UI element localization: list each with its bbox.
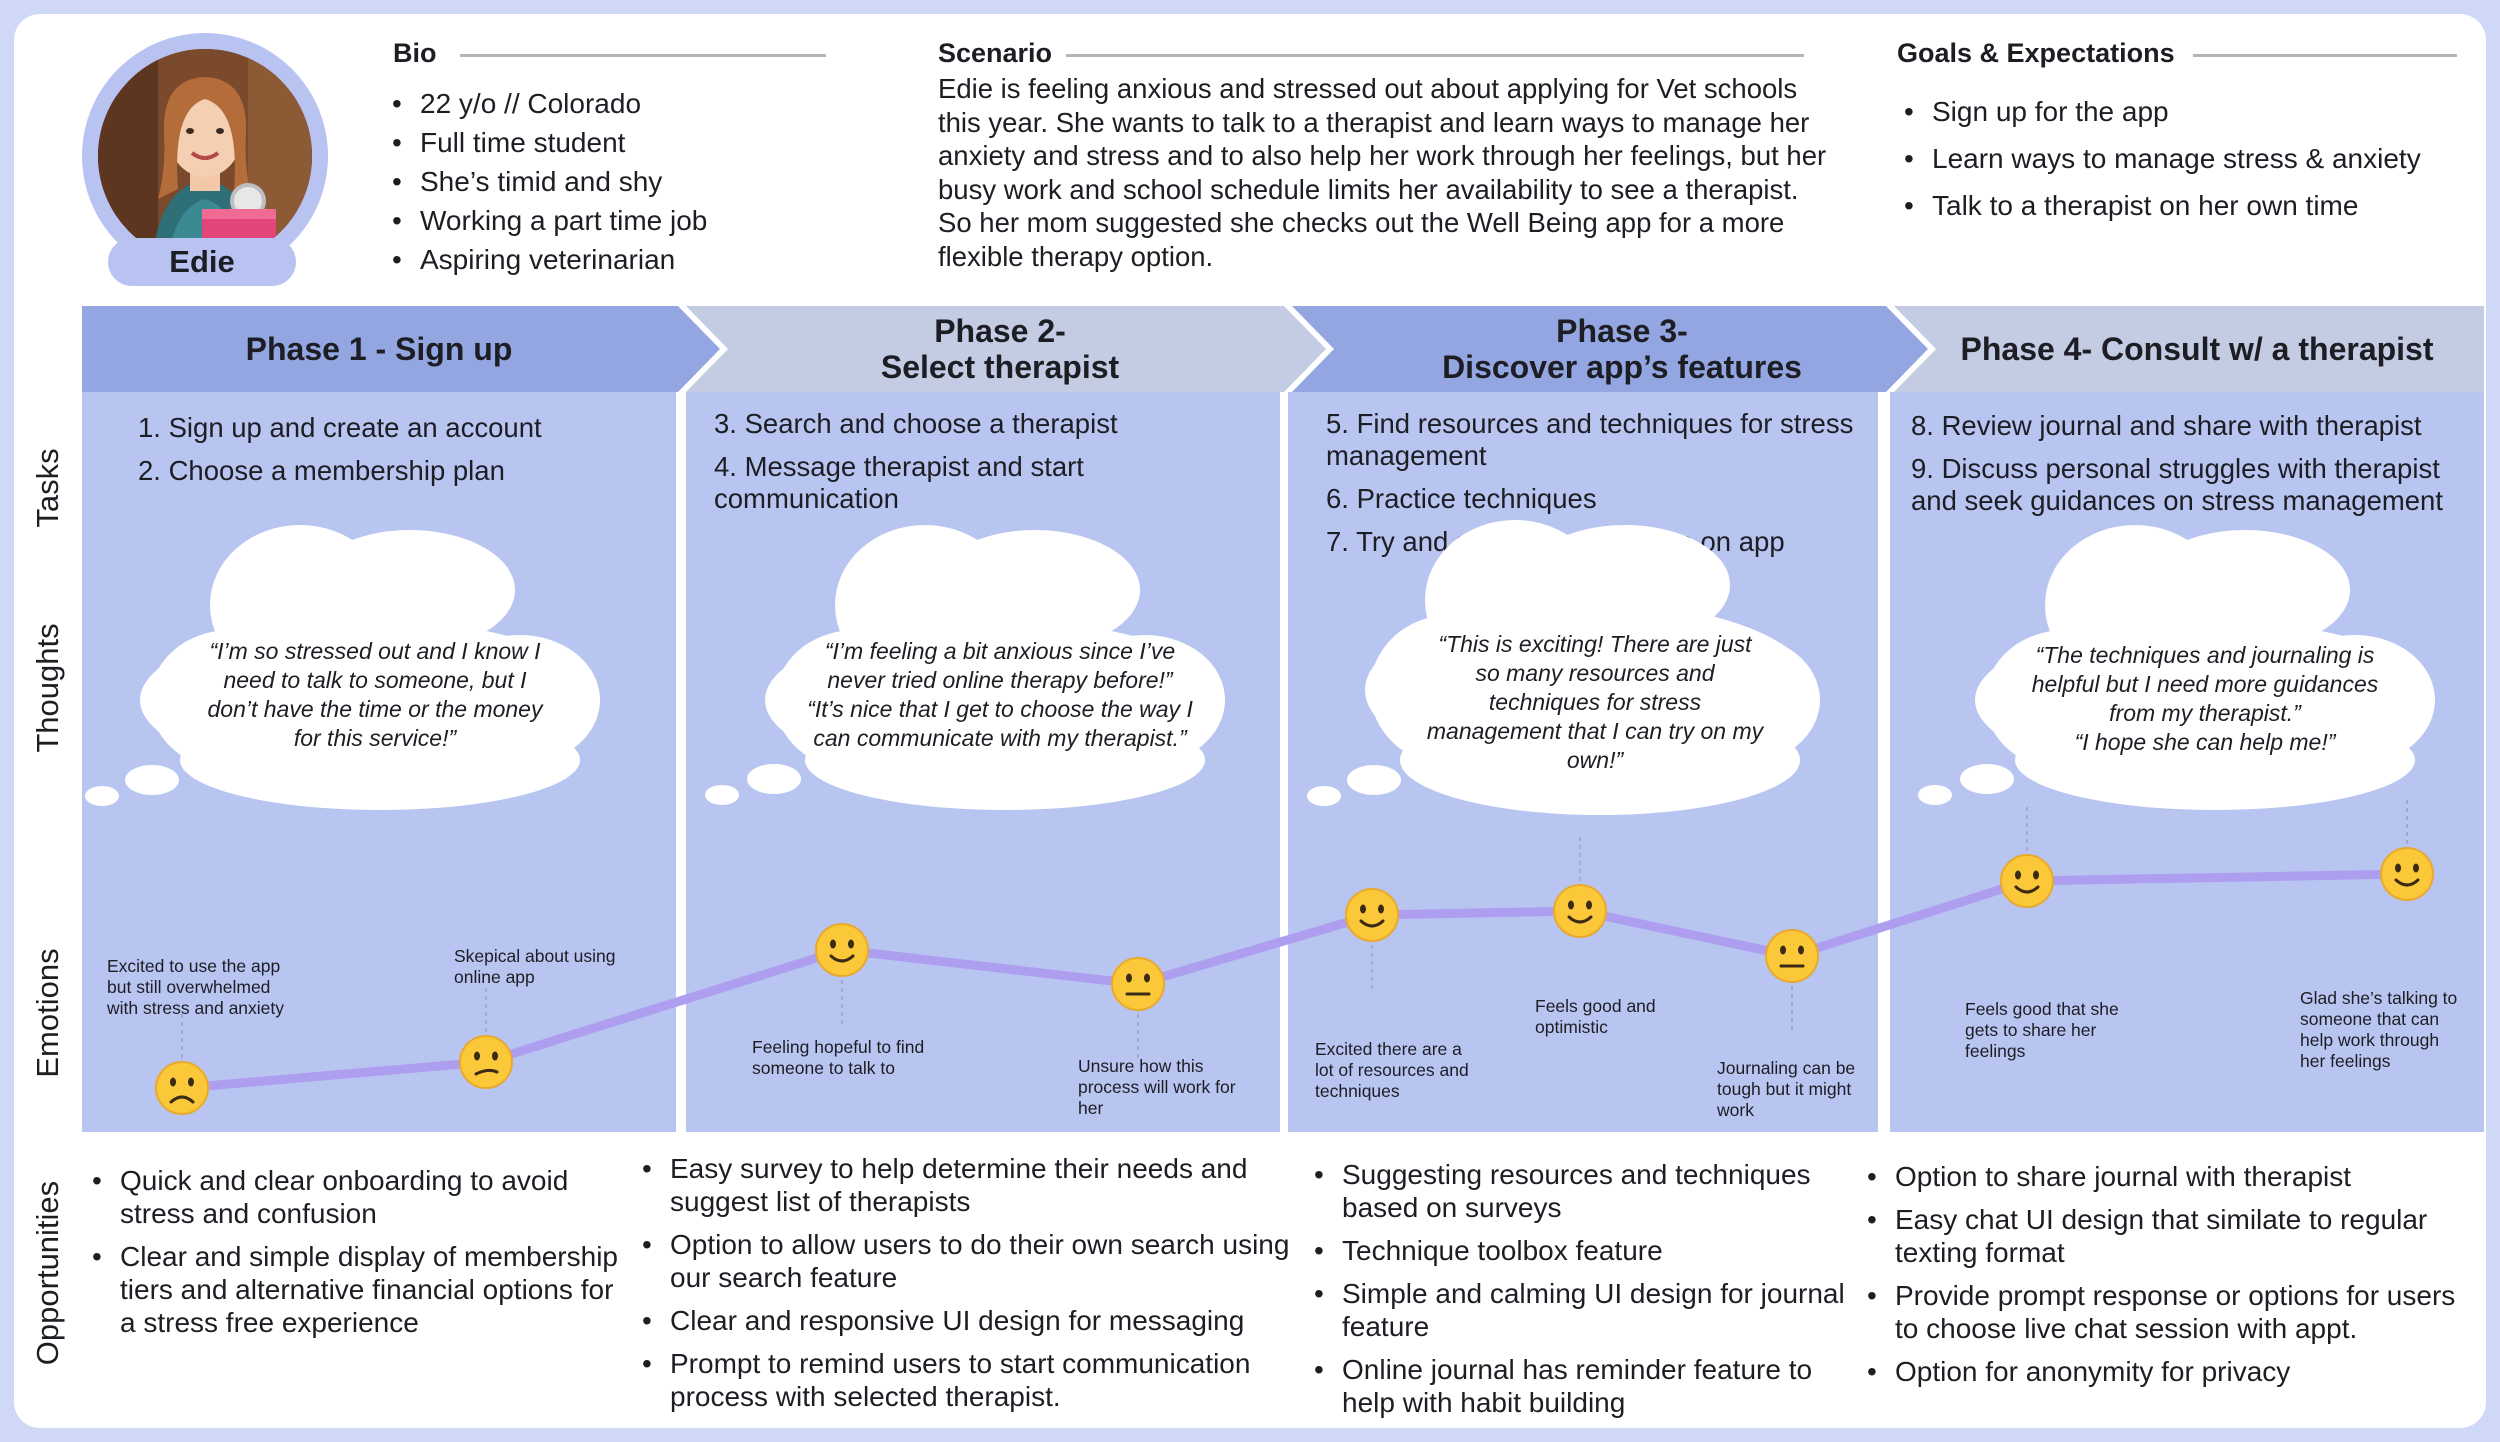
bio-item: Aspiring veterinarian [390, 240, 707, 279]
emoji-happy-icon [2000, 807, 2054, 908]
scenario-divider [1066, 54, 1804, 57]
emoji-sad-icon [155, 1014, 209, 1115]
opportunity-item: Clear and responsive UI design for messa… [640, 1304, 1300, 1337]
avatar [98, 49, 312, 263]
task-item: 3. Search and choose a therapist [714, 408, 1118, 439]
phase-3-thought: “This is exciting! There are just so man… [1426, 631, 1764, 773]
phase-1-thought-cloud [85, 525, 600, 810]
emoji-happy-icon [1553, 837, 1607, 938]
opportunity-item: Easy chat UI design that similate to reg… [1865, 1203, 2485, 1269]
phase-4-title: Phase 4- Consult w/ a therapist [1960, 331, 2434, 367]
scenario-title: Scenario [938, 38, 1053, 68]
bio-title: Bio [393, 38, 437, 68]
opportunity-item: Easy survey to help determine their need… [640, 1152, 1300, 1218]
opportunity-item: Quick and clear onboarding to avoid stre… [90, 1164, 630, 1230]
opportunity-item: Technique toolbox feature [1312, 1234, 1872, 1267]
phase-2-thought: “I’m feeling a bit anxious since I’ve ne… [807, 638, 1193, 751]
phase-1-title: Phase 1 - Sign up [245, 331, 513, 367]
phase-2-opportunities: Easy survey to help determine their need… [640, 1152, 1300, 1423]
task-item: 1. Sign up and create an account [138, 412, 542, 443]
goal-item: Learn ways to manage stress & anxiety [1902, 135, 2421, 182]
phase-1-tasks: 1. Sign up and create an account 2. Choo… [138, 412, 658, 498]
opportunity-item: Option to allow users to do their own se… [640, 1228, 1300, 1294]
task-item: 8. Review journal and share with therapi… [1911, 410, 2422, 441]
opportunity-item: Simple and calming UI design for journal… [1312, 1277, 1872, 1343]
phase-2-title: Phase 2- Select therapist [880, 313, 1120, 385]
task-item: 2. Choose a membership plan [138, 455, 505, 486]
emotion-label-9: Glad she’s talking to someone that can h… [2300, 988, 2458, 1071]
phase-1-opportunities: Quick and clear onboarding to avoid stre… [90, 1164, 630, 1349]
goal-item: Talk to a therapist on her own time [1902, 182, 2421, 229]
emotion-label-8: Feels good that she gets to share her fe… [1965, 999, 2119, 1061]
emoji-happy-icon [815, 923, 869, 1024]
goals-list: Sign up for the appLearn ways to manage … [1902, 88, 2421, 229]
phase-2-tasks: 3. Search and choose a therapist 4. Mess… [714, 408, 1254, 526]
phase-1-header [82, 306, 720, 392]
emotion-label-3: Feeling hopeful to find someone to talk … [752, 1037, 925, 1078]
phase-4-tasks: 8. Review journal and share with therapi… [1911, 410, 2471, 528]
scenario-text: Edie is feeling anxious and stressed out… [938, 73, 1827, 272]
phase-1-thought: “I’m so stressed out and I know I need t… [207, 638, 543, 751]
phase-3-opportunities: Suggesting resources and techniques base… [1312, 1158, 1872, 1429]
bio-list: 22 y/o // ColoradoFull time studentShe’s… [390, 84, 707, 279]
task-item: 6. Practice techniques [1326, 483, 1597, 514]
emotion-label-2: Skepical about using online app [454, 946, 616, 987]
opportunity-item: Option for anonymity for privacy [1865, 1355, 2485, 1388]
phase-3-header [1292, 306, 1928, 392]
opportunity-item: Option to share journal with therapist [1865, 1160, 2485, 1193]
task-item: 9. Discuss personal struggles with thera… [1911, 453, 2443, 516]
bio-item: She’s timid and shy [390, 162, 707, 201]
phase-header-band [82, 306, 2484, 392]
bio-item: Full time student [390, 123, 707, 162]
phase-4-thought-cloud [1918, 525, 2435, 810]
task-item: 4. Message therapist and start communica… [714, 451, 1084, 514]
emoji-neutral-icon [1765, 929, 1819, 1030]
emotion-label-6: Feels good and optimistic [1535, 996, 1656, 1037]
bio-item: Working a part time job [390, 201, 707, 240]
emotion-label-7: Journaling can be tough but it might wor… [1717, 1058, 1856, 1120]
bio-divider [460, 54, 826, 57]
phase-2-thought-cloud [705, 525, 1225, 810]
emotion-label-1: Excited to use the app but still overwhe… [107, 956, 285, 1018]
phase-4-opportunities: Option to share journal with therapist E… [1865, 1160, 2485, 1398]
phase-3-thought-cloud [1307, 520, 1820, 815]
opportunity-item: Prompt to remind users to start communic… [640, 1347, 1300, 1413]
emotion-label-4: Unsure how this process will work for he… [1078, 1056, 1236, 1118]
goal-item: Sign up for the app [1902, 88, 2421, 135]
opportunity-item: Online journal has reminder feature to h… [1312, 1353, 1872, 1419]
phase-4-thought: “The techniques and journaling is helpfu… [2031, 642, 2379, 755]
phase-3-title: Phase 3- Discover app’s features [1442, 313, 1802, 385]
goals-divider [2193, 54, 2457, 57]
goals-title: Goals & Expectations [1897, 38, 2175, 68]
emoji-happy-icon [1345, 888, 1399, 989]
task-item: 5. Find resources and techniques for str… [1326, 408, 1854, 471]
emoji-neutral-icon [1111, 957, 1165, 1058]
emoji-confused-icon [459, 988, 513, 1089]
phase-2-header [686, 306, 1326, 392]
bio-item: 22 y/o // Colorado [390, 84, 707, 123]
persona-name: Edie [108, 238, 296, 286]
emoji-happy-icon [2380, 800, 2434, 901]
opportunity-item: Clear and simple display of membership t… [90, 1240, 630, 1339]
opportunity-item: Provide prompt response or options for u… [1865, 1279, 2485, 1345]
emotion-label-5: Excited there are a lot of resources and… [1315, 1039, 1469, 1101]
phase-4-header [1894, 306, 2484, 392]
opportunity-item: Suggesting resources and techniques base… [1312, 1158, 1872, 1224]
